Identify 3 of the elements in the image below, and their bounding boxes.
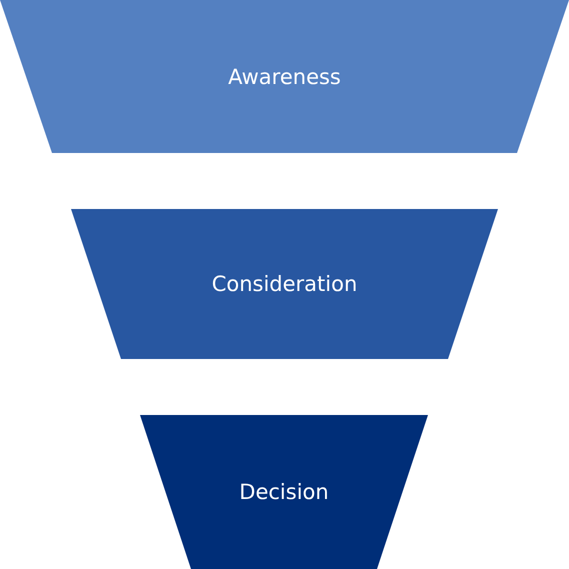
stage-label: Awareness — [228, 64, 341, 88]
stage-label: Decision — [239, 480, 329, 504]
stage-label: Consideration — [212, 272, 358, 296]
